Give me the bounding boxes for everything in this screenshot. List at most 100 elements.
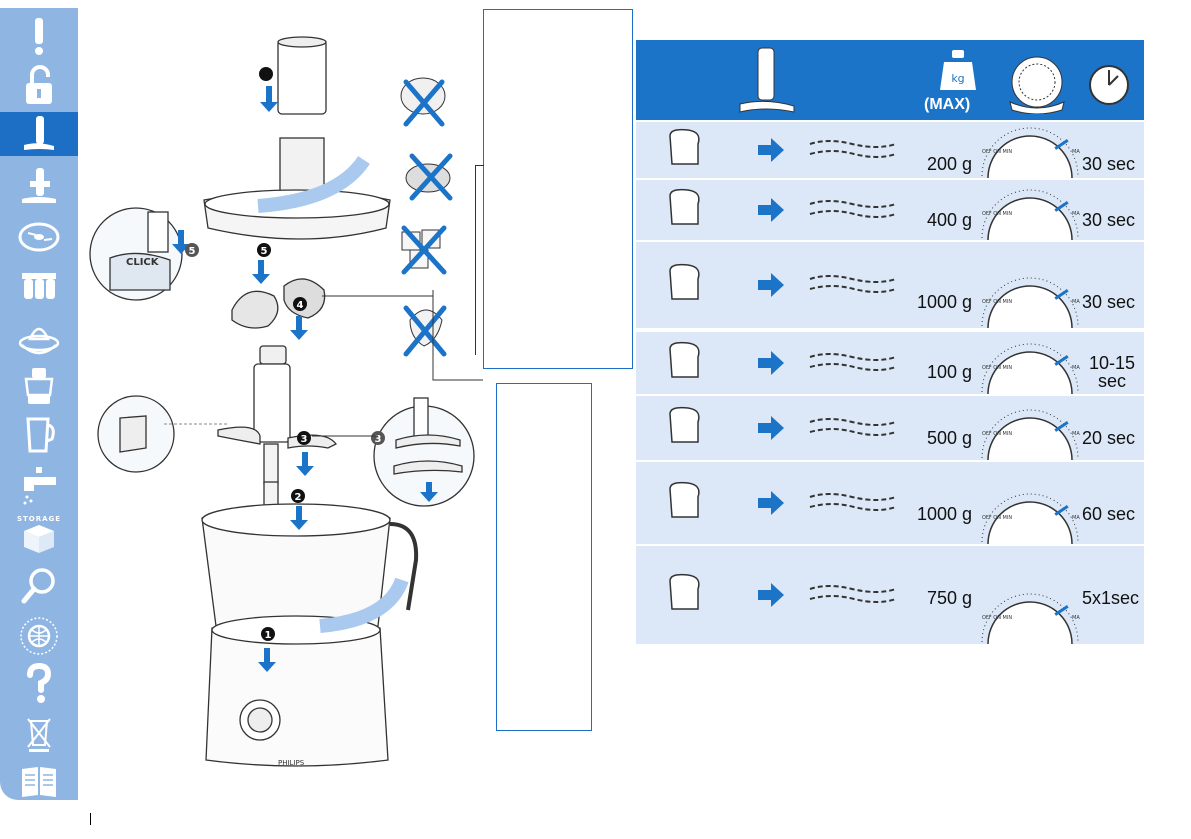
weight-icon: kg <box>940 50 976 90</box>
blade-cap <box>259 345 287 365</box>
max-label: (MAX) <box>924 96 971 113</box>
svg-text:OFF ON MIN: OFF ON MIN <box>982 149 1012 155</box>
book-icon[interactable] <box>7 758 71 802</box>
chopping-blade-icon <box>739 47 795 113</box>
table-header: kg (MAX) <box>636 40 1144 120</box>
arrow-right-icon <box>758 138 784 162</box>
table-row: 200 g OFF ON MIN MAX30 sec <box>636 122 1144 178</box>
note-frame-top <box>483 9 633 369</box>
row-time: 10-15 sec <box>1088 353 1136 391</box>
result-icon <box>809 353 897 371</box>
row-quantity: 1000 g <box>916 504 972 524</box>
step-4-label: 4 <box>297 300 304 311</box>
speed-dial: OFF ON MIN MAX <box>981 189 1080 240</box>
step-3b-label: 3 <box>375 434 382 445</box>
svg-text:MAX: MAX <box>1072 431 1080 437</box>
mini-chopper-icon[interactable] <box>7 364 71 408</box>
magnifier-icon[interactable] <box>7 564 71 608</box>
result-icon <box>809 585 897 603</box>
speed-dial: OFF ON MIN MAX <box>981 277 1080 328</box>
row-time: 20 sec <box>1082 428 1136 448</box>
svg-text:OFF ON MIN: OFF ON MIN <box>982 431 1012 437</box>
row-time: 30 sec <box>1082 292 1136 312</box>
svg-text:MAX: MAX <box>1072 211 1080 217</box>
speed-dial: OFF ON MIN MAX <box>981 343 1080 394</box>
table-row: 500 g OFF ON MIN MAX20 sec <box>636 396 1144 460</box>
svg-text:MAX: MAX <box>1072 365 1080 371</box>
sidebar: STORAGE <box>0 8 78 800</box>
brand-label: PHILIPS <box>278 759 305 767</box>
nuts-icon <box>669 481 700 518</box>
speed-dial: OFF ON MIN MAX <box>981 409 1080 460</box>
result-icon <box>809 418 897 436</box>
table-row: 400 g OFF ON MIN MAX30 sec <box>636 180 1144 240</box>
blade-shaft <box>253 363 291 443</box>
warning-icon[interactable] <box>7 14 71 58</box>
speed-dial: OFF ON MIN MAX <box>981 593 1080 644</box>
storage-label: STORAGE <box>17 515 61 523</box>
unlock-icon[interactable] <box>7 64 71 108</box>
speed-dial-icon <box>1009 56 1065 114</box>
page-marker <box>90 813 91 825</box>
row-quantity: 100 g <box>926 362 972 382</box>
bread-icon <box>669 128 700 165</box>
assembly-illustration: PHILIPS CLICK 1 2 3 3 4 5 5 <box>89 36 483 767</box>
click-label: CLICK <box>126 257 160 268</box>
note-frame-bottom <box>496 383 592 731</box>
emulsifying-disc-icon[interactable] <box>7 264 71 308</box>
arrow-right-icon <box>758 416 784 440</box>
arrow-right-icon <box>758 491 784 515</box>
speed-dial: OFF ON MIN MAX <box>981 493 1080 544</box>
speed-dial: OFF ON MIN MAX <box>981 127 1080 178</box>
table-row: 1000 g OFF ON MIN MAX30 sec <box>636 242 1144 328</box>
result-icon <box>809 200 897 218</box>
herbs-icon <box>669 341 700 378</box>
step-3-label: 3 <box>301 434 308 445</box>
svg-text:OFF ON MIN: OFF ON MIN <box>982 615 1012 621</box>
recycle-bin-icon[interactable] <box>7 712 71 756</box>
cheese-icon <box>669 188 700 225</box>
svg-text:kg: kg <box>951 72 964 85</box>
motor-base <box>205 627 389 767</box>
row-quantity: 500 g <box>926 428 972 448</box>
row-quantity: 200 g <box>926 154 972 174</box>
tap-icon[interactable] <box>7 464 71 508</box>
clock-icon <box>1089 65 1129 105</box>
svg-text:MAX: MAX <box>1072 299 1080 305</box>
svg-text:OFF ON MIN: OFF ON MIN <box>982 515 1012 521</box>
svg-text:OFF ON MIN: OFF ON MIN <box>982 211 1012 217</box>
row-time: 5x1sec <box>1082 588 1140 608</box>
step-5b-label: 5 <box>189 246 196 257</box>
kneading-tool-icon[interactable] <box>7 164 71 208</box>
table-row: 750 g OFF ON MIN MAX5x1sec <box>636 546 1144 644</box>
row-quantity: 1000 g <box>916 292 972 312</box>
storage-box-icon[interactable]: STORAGE <box>7 512 71 556</box>
onion-pieces <box>231 290 279 329</box>
svg-text:OFF ON MIN: OFF ON MIN <box>982 365 1012 371</box>
connector <box>475 165 476 355</box>
svg-text:OFF ON MIN: OFF ON MIN <box>982 299 1012 305</box>
result-icon <box>809 275 897 293</box>
svg-text:MAX: MAX <box>1072 515 1080 521</box>
blender-jar-icon[interactable] <box>7 414 71 458</box>
arrow-right-icon <box>758 198 784 222</box>
row-quantity: 750 g <box>926 588 972 608</box>
garlic-icon <box>669 406 700 443</box>
onion-icon <box>669 573 700 610</box>
table-row: 100 g OFF ON MIN MAX10-15 sec <box>636 332 1144 394</box>
arrow-right-icon <box>758 583 784 607</box>
meat-icon <box>669 263 700 300</box>
pusher <box>277 39 327 115</box>
table-row: 1000 g OFF ON MIN MAX60 sec <box>636 462 1144 544</box>
svg-text:MAX: MAX <box>1072 149 1080 155</box>
chopping-blade-icon[interactable] <box>0 112 78 156</box>
step-5-label: 5 <box>261 246 268 257</box>
question-icon[interactable] <box>7 662 71 706</box>
disc-icon[interactable] <box>7 214 71 258</box>
row-time: 60 sec <box>1082 504 1136 524</box>
citrus-press-icon[interactable] <box>7 316 71 360</box>
arrow-right-icon <box>758 351 784 375</box>
row-time: 30 sec <box>1082 210 1136 230</box>
globe-icon[interactable] <box>7 614 71 658</box>
